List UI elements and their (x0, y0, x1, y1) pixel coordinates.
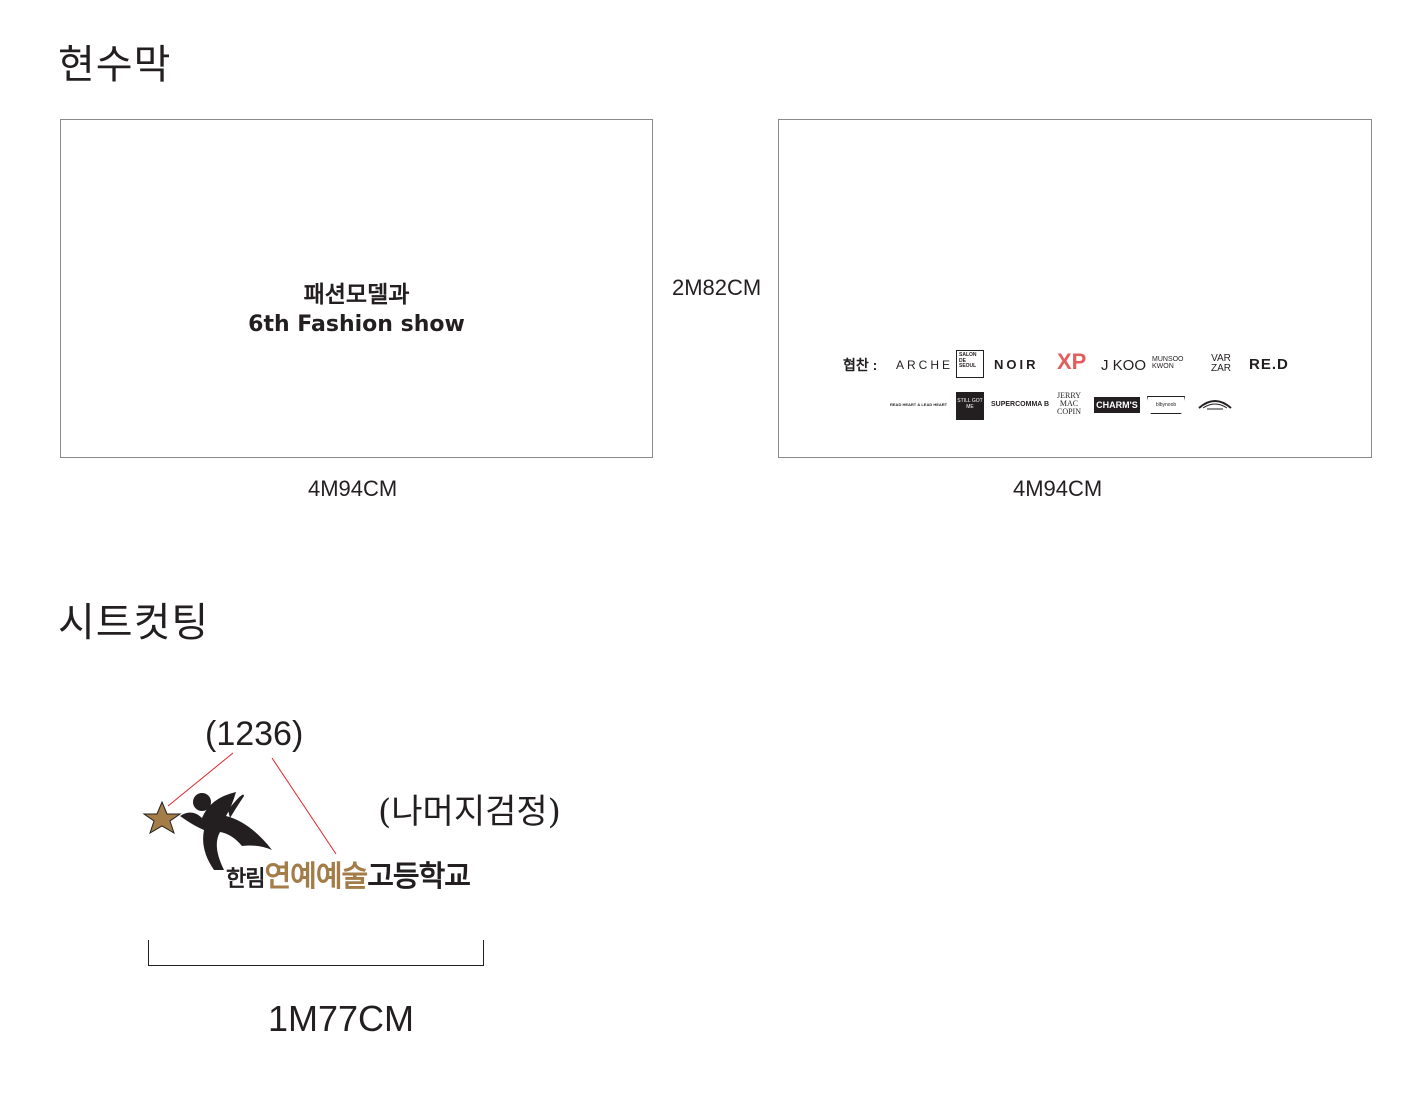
color-code-label: (1236) (205, 715, 304, 753)
school-name: 한림연예예술고등학교 (226, 853, 471, 895)
section-title-sheet-cutting: 시트컷팅 (58, 600, 210, 646)
logo-supercomma-b: SUPERCOMMA B (991, 401, 1050, 408)
banner-height-label: 2M82CM (672, 275, 762, 300)
logo-arche: ARCHE (896, 358, 954, 372)
logo-blbynoob: blbynoob (1147, 396, 1185, 414)
logo-red: RE.D (1249, 356, 1289, 373)
banner-title-english: 6th Fashion show (248, 312, 465, 337)
logo-xp: XP (1057, 349, 1087, 374)
logo-still-got-me: STILL GOT ME (956, 392, 984, 420)
logo-jerry-mac-copin: JERRY MAC COPIN (1056, 391, 1081, 416)
logo-salon-de-seoul: SALON DE SEOUL (956, 350, 984, 378)
banner-right-panel: 협찬 : ARCHE SALON DE SEOUL NOIR XP J KOO … (778, 119, 1372, 458)
sponsor-prefix: 협찬 : (843, 357, 878, 373)
school-name-part-hanrim: 한림 (226, 867, 265, 892)
logo-noir: NOIR (994, 357, 1039, 372)
logo-read-heart: READ HEART & LEAD HEART (890, 402, 948, 407)
logo-charms: CHARM'S (1094, 397, 1140, 413)
banner-title-korean: 패션모델과 (303, 282, 410, 308)
banner-right-width-label: 4M94CM (1013, 476, 1103, 501)
width-bracket (148, 940, 484, 966)
rest-black-note: (나머지검정) (378, 792, 561, 832)
logo-jkoo: J KOO (1101, 357, 1147, 374)
section-title-banner: 현수막 (58, 42, 172, 88)
banner-left-panel: 패션모델과 6th Fashion show (60, 119, 653, 458)
logo-munsoo-kwon: MUNSOO KWON (1152, 356, 1184, 370)
logo-crest-icon (1198, 400, 1232, 410)
school-name-part-highschool: 고등학교 (367, 859, 471, 893)
logo-varzar: VAR ZAR (1211, 353, 1231, 374)
school-emblem-icon (142, 752, 337, 870)
banner-left-width-label: 4M94CM (308, 476, 398, 501)
cutting-width-label: 1M77CM (268, 998, 415, 1039)
school-name-part-arts: 연예예술 (264, 859, 368, 893)
